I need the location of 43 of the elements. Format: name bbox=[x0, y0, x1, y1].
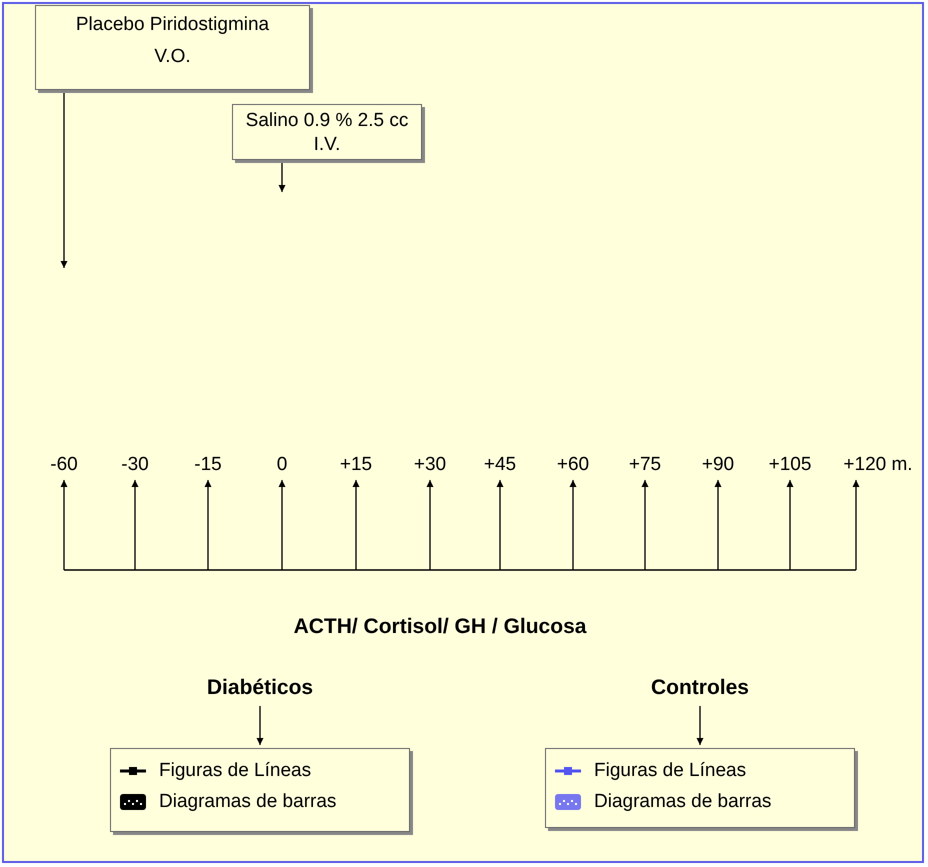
arrow bbox=[204, 480, 212, 570]
annotation-box bbox=[35, 5, 310, 90]
time-label: +30 bbox=[400, 454, 460, 480]
arrow bbox=[852, 480, 860, 570]
legend-box bbox=[545, 748, 855, 828]
time-label: +15 bbox=[326, 454, 386, 480]
box-text: Placebo Piridostigmina bbox=[74, 13, 270, 37]
box-text: I.V. bbox=[312, 134, 342, 156]
arrow bbox=[426, 480, 434, 570]
time-label: +90 bbox=[688, 454, 748, 480]
arrow bbox=[256, 706, 264, 745]
arrow bbox=[352, 480, 360, 570]
legend-text: Figuras de Líneas bbox=[594, 760, 746, 782]
legend-box bbox=[110, 748, 410, 832]
time-label: -30 bbox=[105, 454, 165, 480]
time-label: +45 bbox=[470, 454, 530, 480]
arrow bbox=[714, 480, 722, 570]
group-heading: Diabéticos bbox=[180, 676, 340, 706]
legend-text: Figuras de Líneas bbox=[159, 760, 312, 782]
arrow bbox=[278, 480, 286, 570]
group-heading: Controles bbox=[620, 676, 780, 706]
arrow bbox=[786, 480, 794, 570]
arrow bbox=[496, 480, 504, 570]
arrow bbox=[278, 160, 286, 192]
legend-text: Diagramas de barras bbox=[594, 790, 772, 812]
arrow bbox=[60, 90, 68, 268]
time-label: -15 bbox=[178, 454, 238, 480]
annotation-box bbox=[232, 104, 422, 160]
box-text: V.O. bbox=[153, 46, 192, 68]
time-label: +60 bbox=[543, 454, 603, 480]
time-label: +105 bbox=[760, 454, 820, 480]
arrow bbox=[60, 480, 68, 570]
time-label: 0 bbox=[252, 454, 312, 480]
arrow bbox=[642, 480, 648, 570]
time-label: +120 m. bbox=[836, 454, 920, 480]
time-label: -60 bbox=[34, 454, 94, 480]
time-label: +75 bbox=[615, 454, 675, 480]
box-text: Salino 0.9 % 2.5 cc bbox=[244, 109, 410, 133]
arrow bbox=[696, 706, 704, 745]
legend-text: Diagramas de barras bbox=[159, 790, 336, 812]
arrow bbox=[132, 480, 138, 570]
arrow bbox=[570, 480, 576, 570]
measurements-label: ACTH/ Cortisol/ GH / Glucosa bbox=[294, 615, 586, 638]
